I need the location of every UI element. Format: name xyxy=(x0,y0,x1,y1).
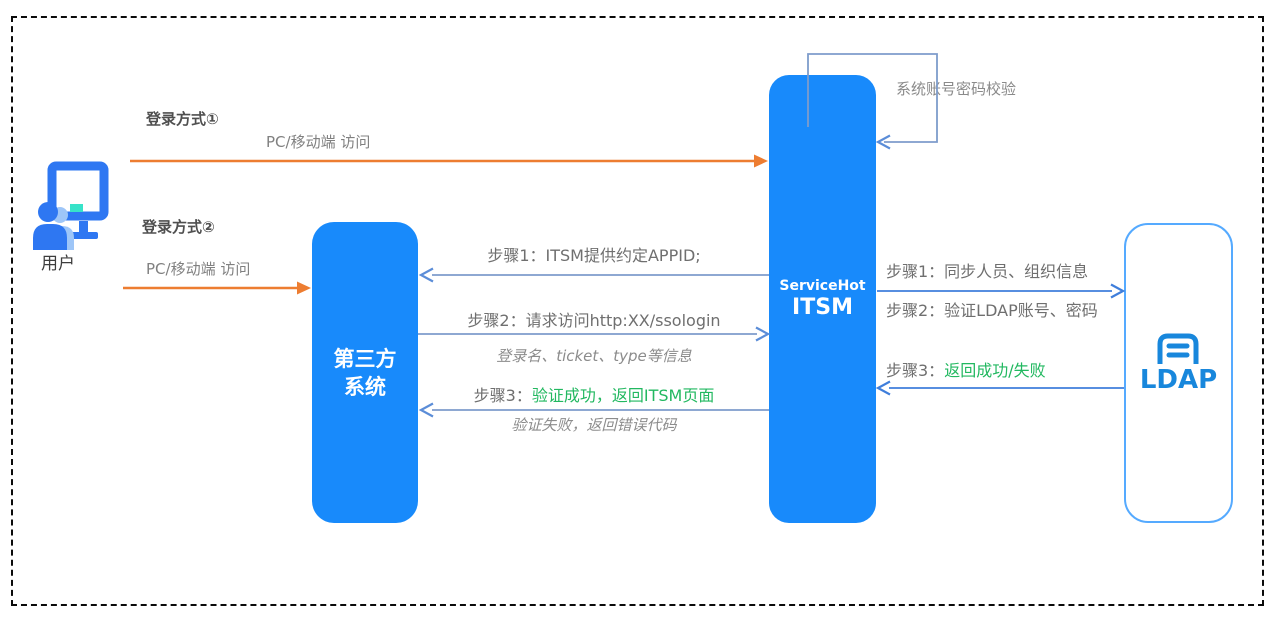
login-method-2-title: 登录方式② xyxy=(142,218,215,236)
sso-step2-arrow xyxy=(418,326,771,342)
self-check-label: 系统账号密码校验 xyxy=(896,80,1017,98)
front-person-head xyxy=(38,202,58,222)
ldap-step2-label: 步骤2：验证LDAP账号、密码 xyxy=(886,301,1098,320)
sso-step2-note: 登录名、ticket、type等信息 xyxy=(496,347,692,365)
ldap-icon xyxy=(1157,333,1199,364)
sso-step3-label: 步骤3：验证成功，返回ITSM页面 xyxy=(420,386,768,406)
sso-step3-arrow xyxy=(418,402,769,418)
sso-step1-arrow xyxy=(418,267,769,283)
diagram-dashed-frame xyxy=(11,16,1264,606)
ldap-step3-prefix: 步骤3： xyxy=(886,361,945,380)
login-method-2-subtitle: PC/移动端 访问 xyxy=(146,260,251,278)
itsm-label-line1: ServiceHot xyxy=(779,277,866,294)
login-method-1-subtitle: PC/移动端 访问 xyxy=(266,133,371,151)
itsm-label-line2: ITSM xyxy=(792,294,853,320)
front-person-body xyxy=(33,224,67,250)
ldap-step1-label: 步骤1：同步人员、组织信息 xyxy=(886,262,1089,281)
login2-arrow xyxy=(123,281,311,295)
monitor-accent xyxy=(70,204,83,212)
sso-step2-label: 步骤2：请求访问http:XX/ssologin xyxy=(467,311,721,330)
monitor-shape xyxy=(47,161,109,221)
login1-arrow xyxy=(130,154,768,168)
itsm-box: ServiceHot ITSM xyxy=(769,75,876,523)
ldap-step1-arrow xyxy=(877,283,1126,299)
monitor-stand xyxy=(79,221,88,233)
sso-step3-note: 验证失败，返回错误代码 xyxy=(511,416,677,434)
ldap-content: LDAP xyxy=(1140,332,1217,393)
self-check-loop-arrow xyxy=(807,53,938,150)
sso-step3-prefix: 步骤3： xyxy=(473,386,532,405)
sso-step1-label: 步骤1：ITSM提供约定APPID; xyxy=(487,246,701,265)
monitor-base xyxy=(67,232,98,239)
ldap-step3-arrow xyxy=(875,380,1124,396)
third-party-label-line1: 第三方 xyxy=(333,346,397,371)
user-computer-icon xyxy=(33,161,109,250)
sso-step3-result: 验证成功，返回ITSM页面 xyxy=(531,386,715,405)
ldap-label: LDAP xyxy=(1139,364,1218,395)
ldap-step3-result: 返回成功/失败 xyxy=(944,361,1046,380)
user-label: 用户 xyxy=(41,254,75,274)
login-method-1-title: 登录方式① xyxy=(146,110,219,128)
ldap-step3-label: 步骤3：返回成功/失败 xyxy=(886,361,1046,381)
third-party-label-line2: 系统 xyxy=(344,374,386,399)
third-party-system-box: 第三方 系统 xyxy=(312,222,418,523)
ldap-box: LDAP xyxy=(1124,223,1233,523)
